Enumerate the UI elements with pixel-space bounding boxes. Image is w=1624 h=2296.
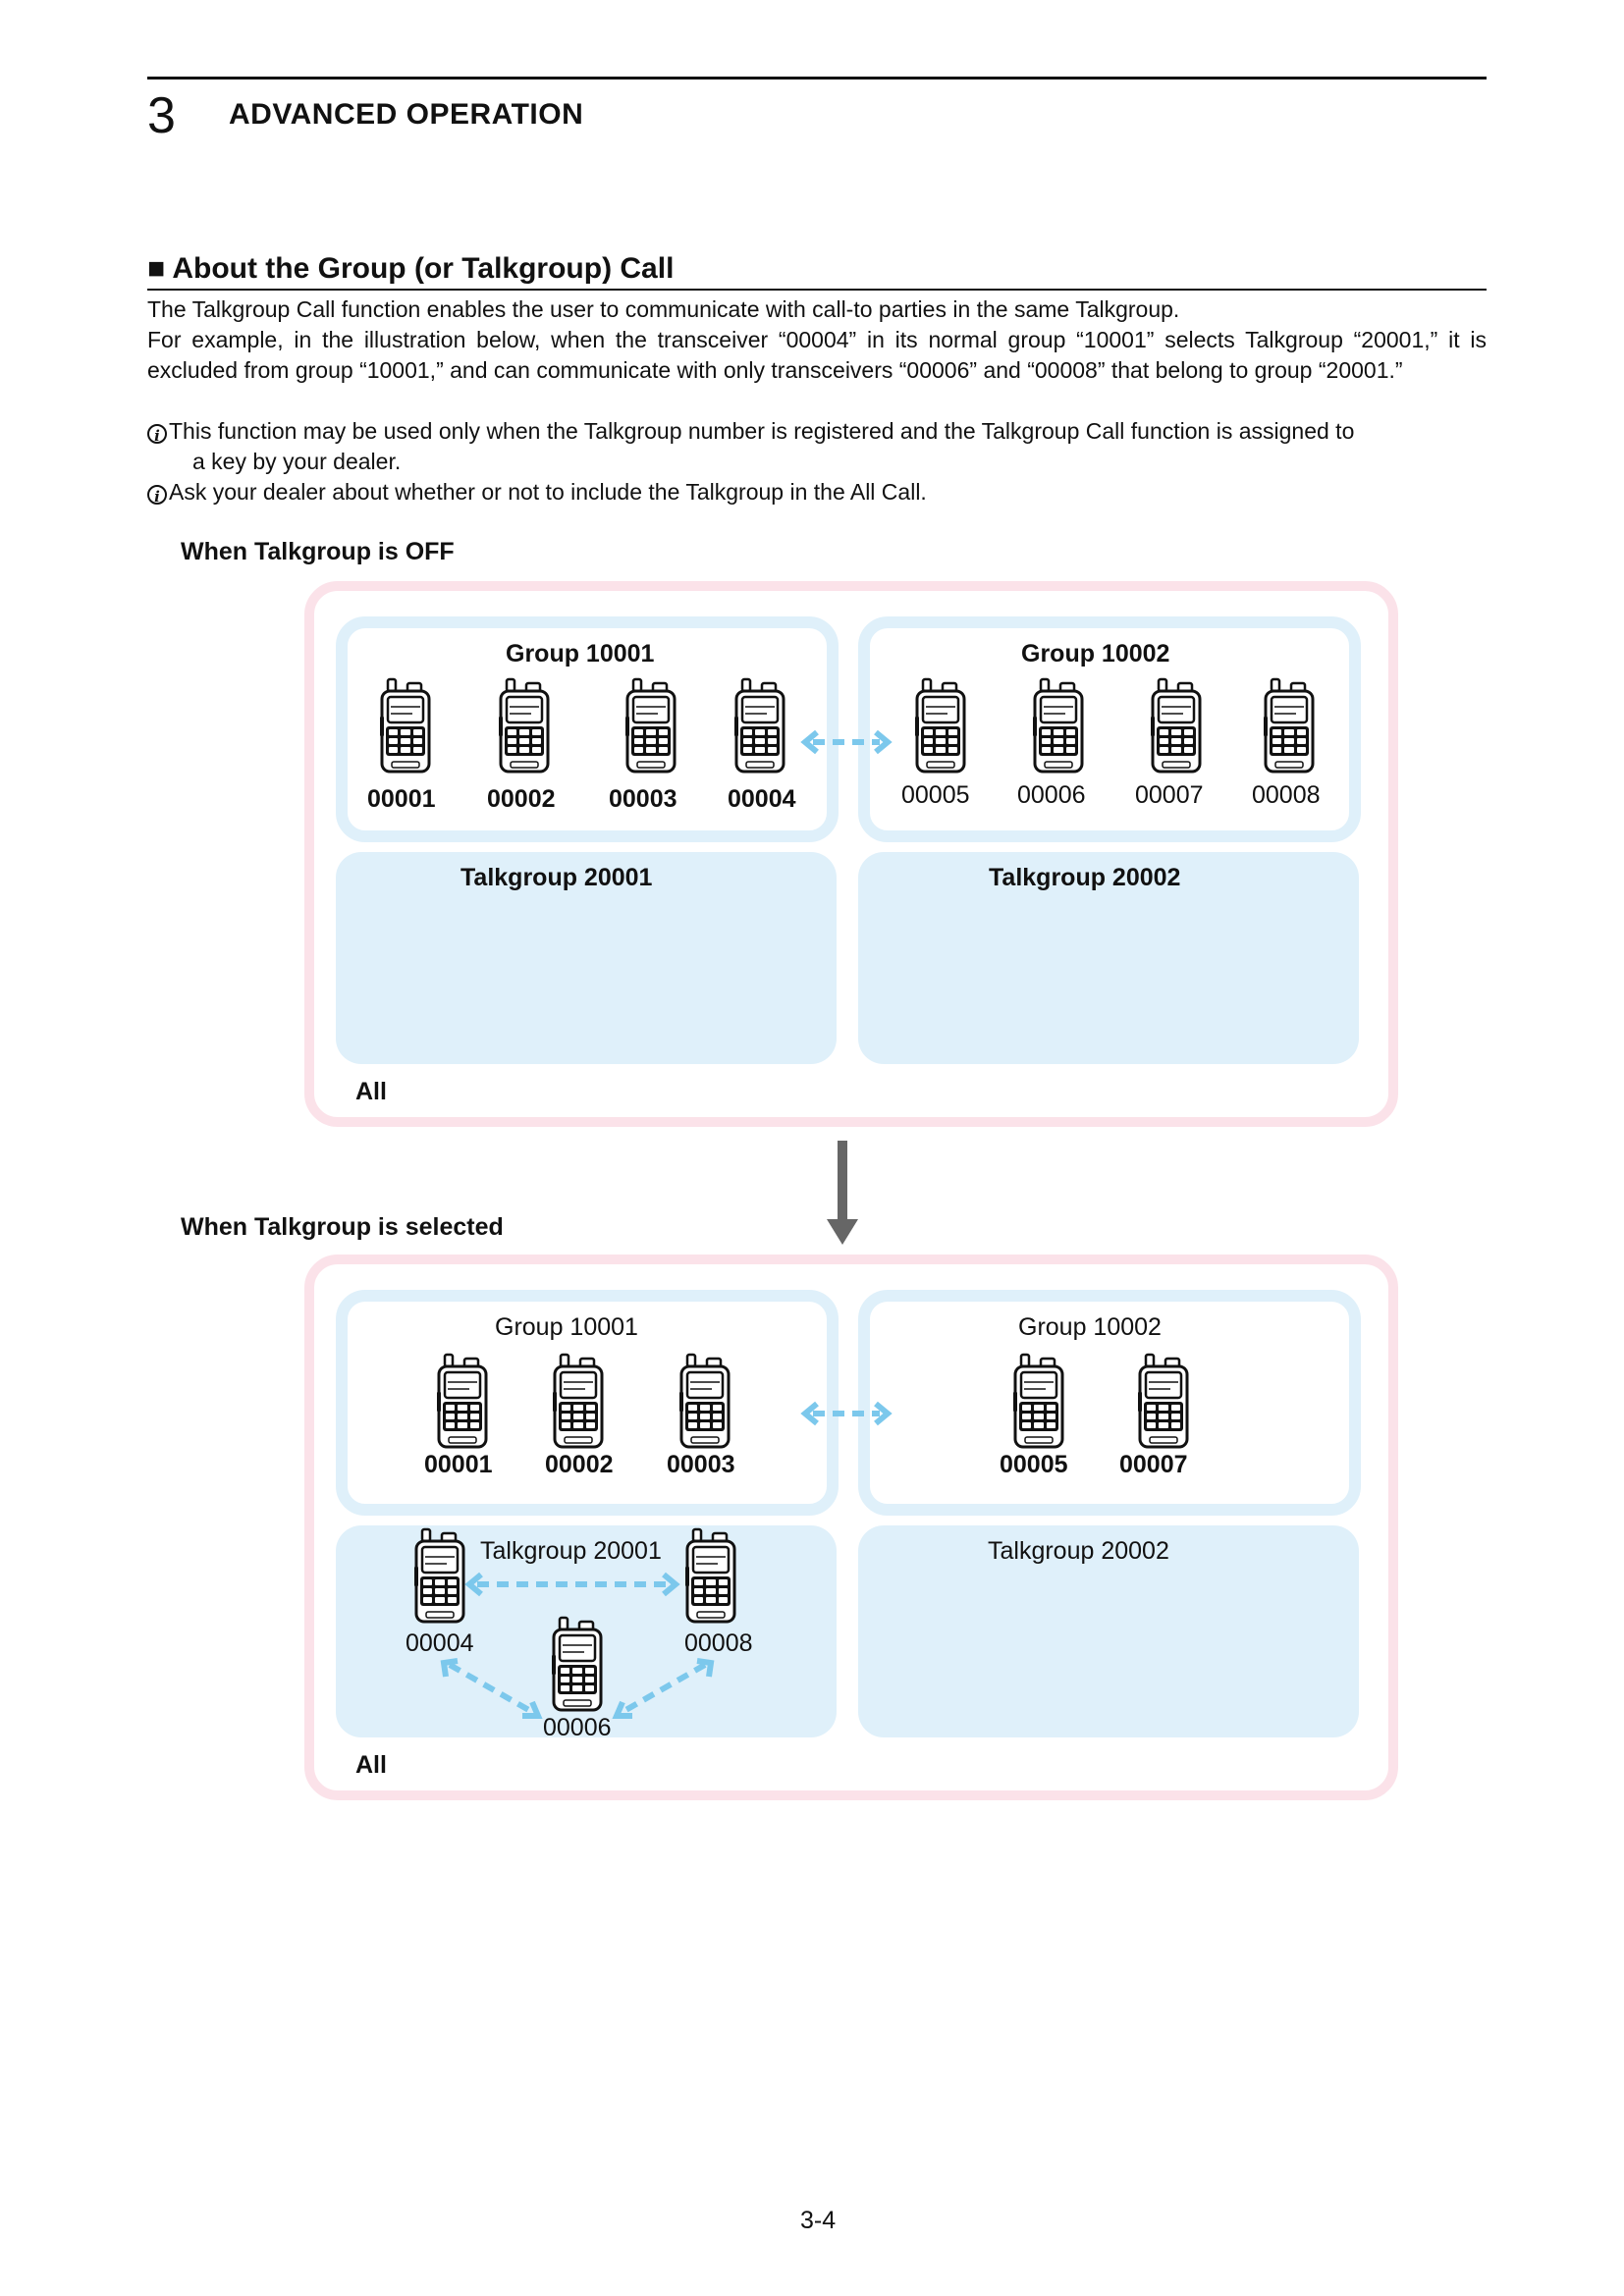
- link-arrow-icon: [612, 1658, 715, 1719]
- group-10001-box-selected: [336, 1290, 839, 1516]
- group-10001-label: Group 10001: [506, 640, 655, 667]
- radio-icon: [550, 1616, 605, 1714]
- note-1-line-2: a key by your dealer.: [192, 449, 402, 474]
- radio-icon: [1031, 677, 1086, 775]
- talkgroup-20002-box-off: [858, 852, 1359, 1064]
- talkgroup-20002-box-selected: [858, 1525, 1359, 1737]
- radio-icon: [551, 1353, 606, 1451]
- talkgroup-20001-box-off: [336, 852, 837, 1064]
- radio-id: 00001: [367, 785, 436, 813]
- talkgroup-20002-label: Talkgroup 20002: [988, 1537, 1169, 1565]
- talkgroup-20001-label: Talkgroup 20001: [460, 864, 653, 891]
- note-1-line-1: This function may be used only when the …: [169, 418, 1355, 444]
- radio-id: 00008: [684, 1629, 753, 1657]
- radio-id: 00001: [424, 1451, 493, 1478]
- header-rule: [147, 77, 1487, 80]
- radio-icon: [378, 677, 433, 775]
- radio-id: 00007: [1119, 1451, 1188, 1478]
- radio-icon: [412, 1527, 467, 1626]
- chapter-title: ADVANCED OPERATION: [229, 98, 584, 131]
- example-paragraph: For example, in the illustration below, …: [147, 327, 1487, 383]
- radio-id: 00003: [609, 785, 677, 813]
- group-10002-box-selected: [858, 1290, 1361, 1516]
- radio-icon: [677, 1353, 732, 1451]
- group-10001-label: Group 10001: [495, 1313, 638, 1341]
- intro-paragraph: The Talkgroup Call function enables the …: [147, 296, 1180, 322]
- info-icon: i: [147, 424, 167, 445]
- radio-icon: [435, 1353, 490, 1451]
- all-label-off: All: [355, 1078, 387, 1105]
- info-icon: i: [147, 485, 167, 506]
- group-10002-label: Group 10002: [1021, 640, 1170, 667]
- section-title: ■ About the Group (or Talkgroup) Call: [147, 252, 675, 285]
- radio-id: 00005: [901, 781, 970, 809]
- chapter-number: 3: [147, 87, 176, 144]
- radio-icon: [732, 677, 787, 775]
- talkgroup-20002-label: Talkgroup 20002: [989, 864, 1181, 891]
- radio-icon: [1262, 677, 1317, 775]
- page-number: 3-4: [800, 2207, 837, 2234]
- link-arrow-icon: [464, 1572, 680, 1597]
- section-rule: [147, 289, 1487, 291]
- radio-icon: [1149, 677, 1204, 775]
- note-2-text: Ask your dealer about whether or not to …: [169, 479, 927, 505]
- down-arrow-icon: [827, 1141, 858, 1245]
- radio-icon: [683, 1527, 738, 1626]
- radio-id: 00003: [667, 1451, 735, 1478]
- radio-id: 00006: [1017, 781, 1086, 809]
- group-10001-box-off: [336, 616, 839, 842]
- radio-icon: [1136, 1353, 1191, 1451]
- radio-id: 00004: [728, 785, 796, 813]
- link-arrow-icon: [440, 1658, 543, 1719]
- radio-id: 00006: [543, 1714, 612, 1741]
- radio-id: 00008: [1252, 781, 1321, 809]
- radio-icon: [497, 677, 552, 775]
- talkgroup-20001-label: Talkgroup 20001: [480, 1537, 662, 1565]
- radio-icon: [1011, 1353, 1066, 1451]
- radio-id: 00004: [406, 1629, 474, 1657]
- radio-icon: [623, 677, 678, 775]
- diagram-selected-heading: When Talkgroup is selected: [181, 1213, 504, 1241]
- radio-id: 00007: [1135, 781, 1204, 809]
- group-10002-label: Group 10002: [1018, 1313, 1162, 1341]
- radio-id: 00005: [1000, 1451, 1068, 1478]
- all-label-selected: All: [355, 1751, 387, 1779]
- radio-id: 00002: [545, 1451, 614, 1478]
- link-arrow-icon: [800, 1401, 893, 1426]
- radio-id: 00002: [487, 785, 556, 813]
- radio-icon: [913, 677, 968, 775]
- link-arrow-icon: [800, 729, 893, 755]
- diagram-off-heading: When Talkgroup is OFF: [181, 538, 455, 565]
